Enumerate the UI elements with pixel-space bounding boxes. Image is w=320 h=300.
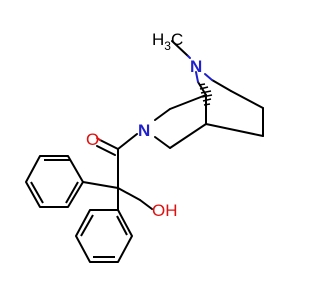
hydroxyl-label: OH (152, 201, 178, 220)
bridge-nitrogen-label: N (190, 57, 202, 76)
methyl-label: H3C (152, 30, 183, 53)
bond-seg-n-c5 (204, 73, 213, 81)
phenyl-ring-1 (25, 155, 84, 208)
bond-bridge-n-c5 (211, 79, 232, 92)
bond-methyl-n (171, 40, 189, 57)
hash-1d (201, 94, 213, 98)
phenyl-1-outline (25, 155, 84, 208)
bond-co-2 (96, 145, 116, 156)
hash-1c (200, 90, 212, 94)
hetero-bond-segments (96, 55, 213, 141)
bond-ch2b-n (154, 136, 171, 149)
bond-quat-ch2 (117, 187, 141, 201)
hash-1a (198, 83, 206, 86)
bond-n-carbonyl (117, 133, 138, 150)
amide-nitrogen-label: N (138, 121, 150, 140)
molecule-structure-diagram: H3C N N O OH (25, 30, 264, 263)
bond-c1-ch2a (169, 94, 207, 110)
bond-ch2a-n (154, 108, 171, 121)
phenyl-2-double-c (80, 214, 94, 237)
hash-1e (202, 98, 212, 102)
structure-canvas: H3C N N O OH (25, 30, 264, 263)
phenyl-1-double-b (30, 181, 44, 204)
bond-seg-n-c1 (195, 71, 199, 83)
bond-co-1 (99, 139, 119, 150)
bond-c7-c1 (205, 123, 264, 137)
bond-seg-n-methyl (187, 55, 191, 59)
hash-1f (203, 103, 211, 106)
bond-c5-c6 (230, 90, 264, 109)
bonds (82, 40, 264, 211)
hash-1b (199, 86, 209, 90)
bond-ch2-oh (139, 199, 153, 210)
phenyl-2-double-a (116, 215, 128, 236)
phenyl-ring-2 (75, 209, 133, 263)
bond-seg-o-1 (96, 137, 101, 141)
bond-c5-ch2b (169, 123, 207, 149)
hashed-wedges (198, 83, 213, 106)
bond-quat-ph1 (82, 181, 119, 189)
carbonyl-oxygen-label: O (86, 130, 99, 149)
phenyl-1-double-c (65, 181, 79, 204)
phenyl-2-outline (75, 209, 133, 263)
